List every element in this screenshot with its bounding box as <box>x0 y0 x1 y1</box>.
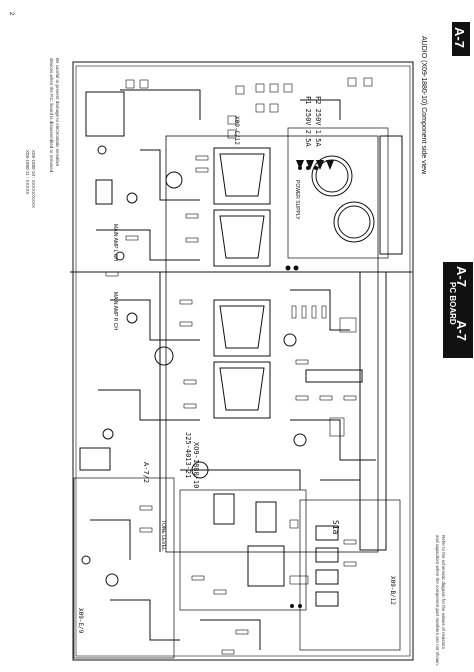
board-outline <box>72 61 414 661</box>
filter-capacitor-1 <box>311 155 353 197</box>
label-xo9-1880: XO9-1880-10 <box>192 442 200 489</box>
power-transistor-4 <box>213 361 271 419</box>
label-fuse2: F2 250V 1.5A <box>314 96 322 147</box>
label-x09-e: X09-E/9 <box>77 608 84 634</box>
label-main-amp-r: MAIN AMP R CH <box>112 292 118 330</box>
board-inner-edge <box>75 65 411 657</box>
page-badge-top: A-7 <box>452 22 470 56</box>
power-transistor-2 <box>213 209 271 267</box>
label-power-supply: POWER SUPPLY <box>294 180 300 220</box>
label-tone: TONE LEVEL <box>160 520 166 551</box>
label-j25: J25-4013-21 <box>184 432 192 479</box>
label-x09-c: X09-C/12 <box>233 116 240 145</box>
page-badge-section: A-7 PC BOARD A-7 <box>443 262 473 358</box>
label-a7-2: A-7/2 <box>142 462 150 484</box>
label-fuse1: F1 250V 2.5A <box>304 96 312 147</box>
heatsink-frame <box>165 135 379 553</box>
filter-capacitor-2 <box>333 201 375 243</box>
label-x09-b: X09-B/12 <box>389 576 396 605</box>
label-main-amp-l: MAIN AMP L CH <box>112 224 118 261</box>
connector-block <box>85 91 125 137</box>
label-s1a: S1a <box>331 520 340 535</box>
power-transistor-1 <box>213 147 271 205</box>
power-transistor-3 <box>213 299 271 357</box>
